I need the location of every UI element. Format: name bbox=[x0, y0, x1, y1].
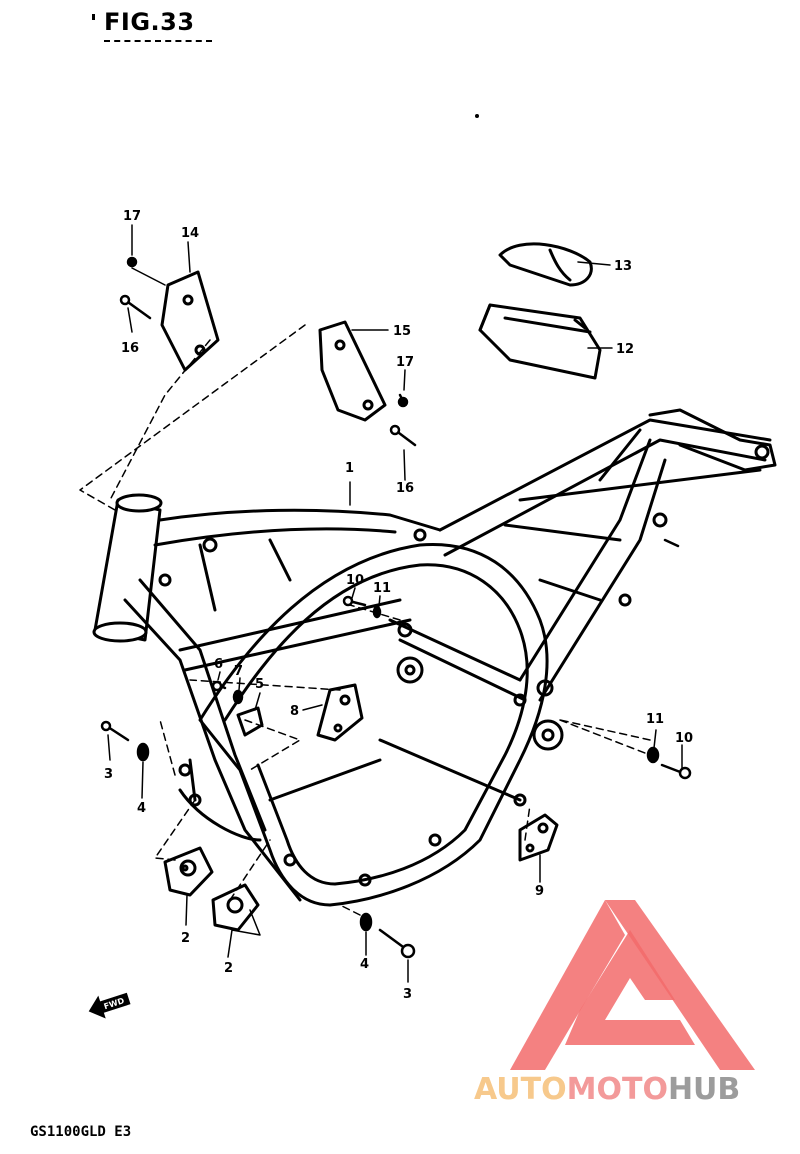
callout-2a: 2 bbox=[181, 931, 190, 946]
callout-9: 9 bbox=[535, 884, 544, 899]
title-underline bbox=[104, 40, 212, 44]
figure-title: FIG.33 bbox=[104, 8, 195, 36]
part-2-plate-lower bbox=[211, 883, 260, 932]
callout-labels: 1 2 2 3 3 4 4 5 6 7 8 9 10 10 11 11 12 1… bbox=[104, 209, 693, 1002]
assembly-dash-lines bbox=[79, 324, 651, 916]
model-code: GS1100GLD E3 bbox=[30, 1124, 132, 1140]
part-9-plate bbox=[518, 813, 559, 862]
callout-16b: 16 bbox=[396, 481, 414, 496]
part-12-tray bbox=[478, 303, 602, 380]
part-14-bracket bbox=[160, 270, 220, 372]
title-tick-mark bbox=[92, 14, 95, 20]
stray-mark bbox=[475, 114, 479, 118]
automotohub-wordmark: AUTOMOTOHUB bbox=[474, 1072, 740, 1107]
callout-11b: 11 bbox=[646, 712, 664, 727]
part-15-bracket bbox=[318, 320, 387, 422]
callout-5: 5 bbox=[255, 677, 264, 692]
callout-10b: 10 bbox=[675, 731, 693, 746]
callout-17a: 17 bbox=[123, 209, 141, 224]
callout-13: 13 bbox=[614, 259, 632, 274]
callout-8: 8 bbox=[290, 704, 299, 719]
callout-3b: 3 bbox=[403, 987, 412, 1002]
callout-16a: 16 bbox=[121, 341, 139, 356]
part-8-plate bbox=[316, 683, 364, 742]
callout-17b: 17 bbox=[396, 355, 414, 370]
callout-4b: 4 bbox=[360, 957, 369, 972]
wordmark-hub: HUB bbox=[667, 1072, 741, 1107]
callout-15: 15 bbox=[393, 324, 411, 339]
callout-6: 6 bbox=[214, 657, 223, 672]
fwd-arrow-icon: FWD bbox=[88, 992, 131, 1019]
callout-11a: 11 bbox=[373, 581, 391, 596]
wordmark-auto: AUTO bbox=[474, 1072, 567, 1107]
main-frame bbox=[92, 408, 777, 907]
callout-14: 14 bbox=[181, 226, 199, 241]
fasteners bbox=[100, 256, 692, 959]
callout-10a: 10 bbox=[346, 573, 364, 588]
wordmark-moto: MOTO bbox=[566, 1072, 668, 1107]
callout-1: 1 bbox=[345, 461, 354, 476]
automotohub-logo bbox=[510, 900, 755, 1070]
leader-lines bbox=[107, 224, 683, 983]
callout-4a: 4 bbox=[137, 801, 146, 816]
part-13-cover bbox=[498, 242, 593, 287]
callout-7: 7 bbox=[234, 664, 243, 679]
callout-12: 12 bbox=[616, 342, 634, 357]
callout-2b: 2 bbox=[224, 961, 233, 976]
steering-head bbox=[93, 498, 162, 642]
part-2-plate-upper bbox=[163, 846, 214, 897]
callout-3a: 3 bbox=[104, 767, 113, 782]
